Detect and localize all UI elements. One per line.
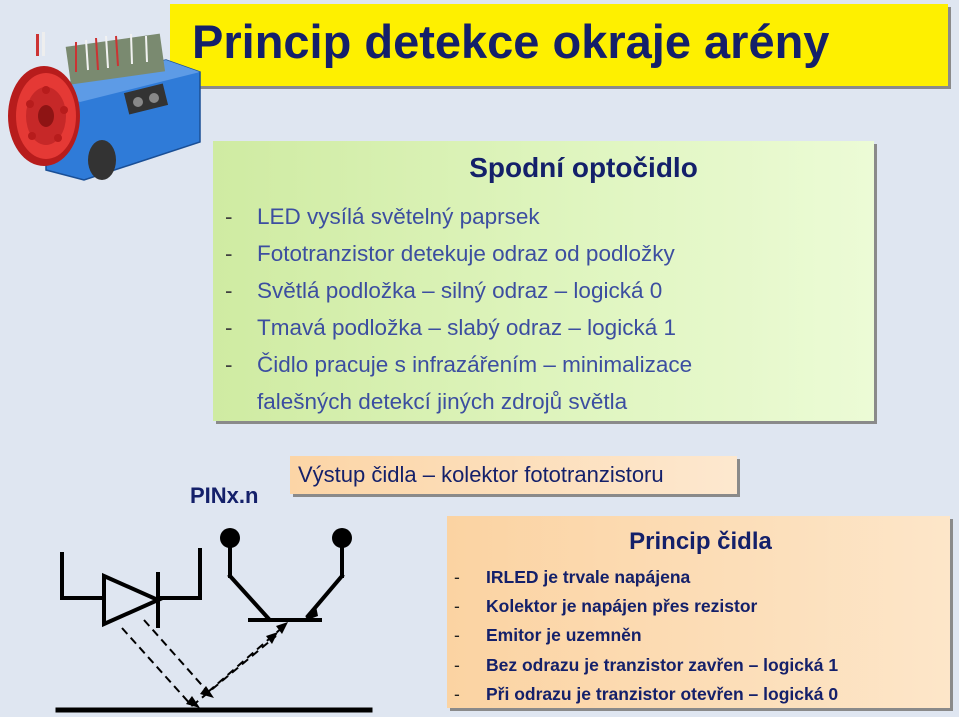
- sensor-list: -LED vysílá světelný paprsek -Fototranzi…: [225, 198, 692, 420]
- bullet-dash: -: [225, 278, 233, 303]
- list-item: -Fototranzistor detekuje odraz od podlož…: [225, 235, 692, 272]
- bullet-dash: -: [454, 596, 460, 617]
- list-item: -Emitor je uzemněn: [454, 621, 838, 650]
- sensor-box-title: Spodní optočidlo: [469, 152, 698, 183]
- bullet-dash: -: [225, 241, 233, 266]
- list-item: -IRLED je trvale napájena: [454, 563, 838, 592]
- principle-box-title: Princip čidla: [629, 528, 772, 555]
- bullet-dash: -: [225, 352, 233, 377]
- robot-image: [8, 32, 201, 181]
- bullet-dash: -: [454, 683, 460, 704]
- output-label-box: Výstup čidla – kolektor fototranzistoru: [290, 456, 737, 494]
- bullet-dash: -: [454, 654, 460, 675]
- title-banner: Princip detekce okraje arény: [170, 4, 948, 86]
- list-item: -Tmavá podložka – slabý odraz – logická …: [225, 309, 692, 346]
- pin-label: PINx.n: [190, 483, 259, 508]
- list-item: -Bez odrazu je tranzistor zavřen – logic…: [454, 651, 838, 680]
- bullet-dash: -: [454, 567, 460, 587]
- list-item: -Při odrazu je tranzistor otevřen – logi…: [454, 680, 838, 709]
- sensor-info-box: Spodní optočidlo -LED vysílá světelný pa…: [213, 141, 874, 421]
- bullet-dash: -: [225, 204, 233, 229]
- principle-box: Princip čidla -IRLED je trvale napájena …: [447, 516, 950, 708]
- list-item: -Kolektor je napájen přes rezistor: [454, 592, 838, 621]
- list-item-continuation: falešných detekcí jiných zdrojů světla: [257, 389, 628, 414]
- page-title: Princip detekce okraje arény: [192, 15, 830, 68]
- principle-list: -IRLED je trvale napájena -Kolektor je n…: [454, 563, 838, 709]
- list-item: -Čidlo pracuje s infrazářením – minimali…: [225, 346, 692, 383]
- bullet-dash: -: [454, 625, 460, 646]
- bullet-dash: -: [225, 315, 233, 340]
- list-item: -Světlá podložka – silný odraz – logická…: [225, 272, 692, 309]
- circuit-diagram: [55, 528, 373, 713]
- list-item: -LED vysílá světelný paprsek: [225, 198, 692, 235]
